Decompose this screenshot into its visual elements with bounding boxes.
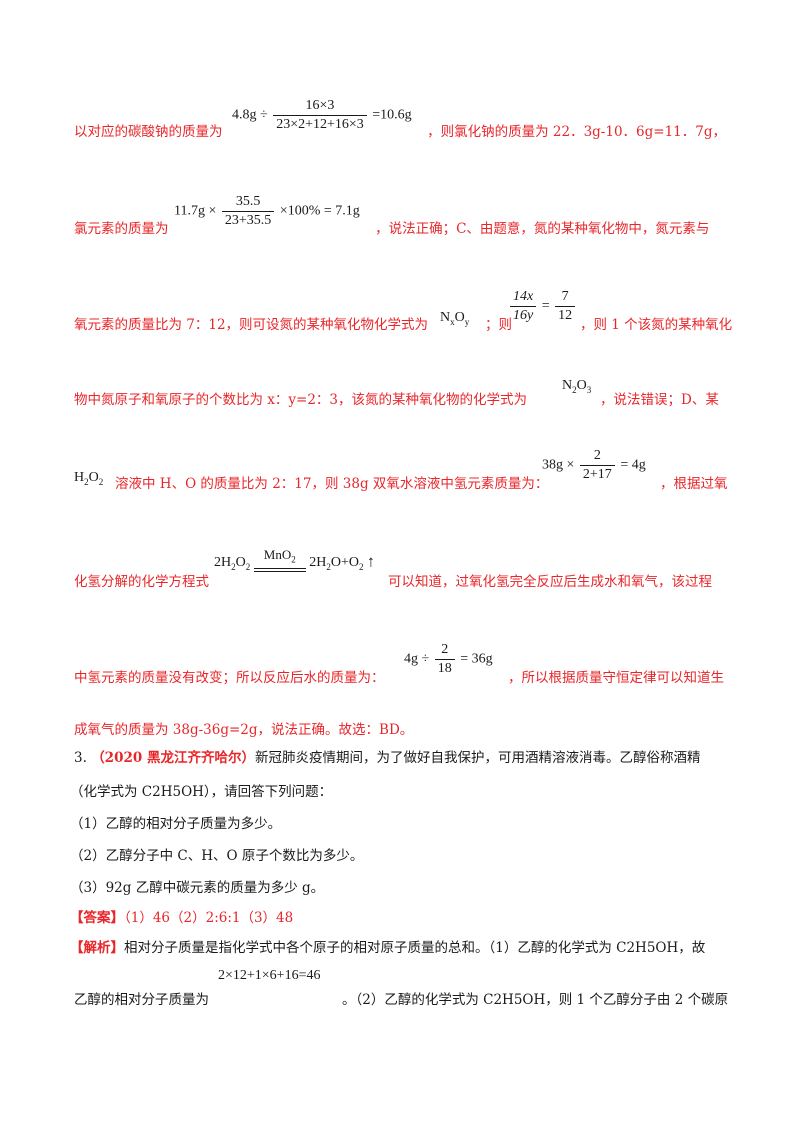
text-pre: 氯元素的质量为 — [74, 221, 169, 237]
text-post: ，说法错误；D、某 — [600, 392, 719, 408]
fraction-denominator: 23+35.5 — [224, 213, 272, 228]
text-pre: 中氢元素的质量没有改变；所以反应后水的质量为： — [74, 670, 385, 686]
fraction: 2 18 — [434, 642, 455, 677]
math-lhs: 4g ÷ — [404, 651, 430, 667]
fraction-numerator: 2 — [579, 448, 615, 466]
fraction-denominator: 16y — [513, 308, 534, 323]
sub-question: （2）乙醇分子中 C、H、O 原子个数比为多少。 — [70, 848, 364, 864]
text-post: 。（2）乙醇的化学式为 C2H5OH，则 1 个乙醇分子由 2 个碳原 — [342, 992, 729, 1008]
paragraph-line: 以对应的碳酸钠的质量为 ，则氯化钠的质量为 22．3g-10．6g=11．7g， — [74, 120, 734, 140]
paragraph-line: ，则 1 个该氮的某种氧化 — [580, 313, 740, 333]
answer-text: （1）46（2）2:6:1（3）48 — [124, 910, 294, 926]
fraction-denominator: 18 — [437, 661, 452, 676]
text-pre: 氧元素的质量比为 7：12，则可设氮的某种氧化物化学式为 — [74, 317, 429, 333]
fraction-numerator: 16×3 — [273, 98, 367, 116]
math-expression: 2×12+1×6+16=46 — [218, 968, 321, 983]
math-ratio: 14x 16y = 7 12 — [508, 289, 577, 324]
paragraph-line: ；则 — [485, 313, 515, 333]
text-pre: 物中氮原子和氧原子的个数比为 x：y=2：3，该氮的某种氧化物的化学式为 — [74, 392, 528, 408]
formula-nxoy: NxOy — [440, 310, 470, 327]
fraction: 2 2+17 — [579, 448, 615, 483]
fraction-denominator: 12 — [558, 308, 573, 323]
fraction: 16×3 23×2+12+16×3 — [273, 98, 367, 133]
paragraph-line: ，说法错误；D、某 — [600, 388, 740, 408]
paragraph-line: 化氢分解的化学方程式 — [74, 570, 734, 590]
text-post: ，根据过氧 — [660, 476, 728, 492]
answer-line: 【答案】（1）46（2）2:6:1（3）48 — [70, 906, 730, 926]
sub-question: （3）92g 乙醇中碳元素的质量为多少 g。 — [70, 880, 325, 896]
math-rhs: =10.6g — [372, 107, 412, 123]
math-rhs: ×100% = 7.1g — [279, 203, 360, 219]
question-number: 3. — [74, 750, 87, 766]
analysis-line: 。（2）乙醇的化学式为 C2H5OH，则 1 个乙醇分子由 2 个碳原 — [342, 988, 738, 1008]
question-stem: 3. （2020 黑龙江齐齐哈尔）新冠肺炎疫情期间，为了做好自我保护，可用酒精溶… — [74, 746, 734, 766]
math-chlorine-mass: 11.7g × 35.5 23+35.5 ×100% = 7.1g — [174, 194, 360, 229]
sub-question: （1）乙醇的相对分子质量为多少。 — [70, 816, 282, 832]
fraction-numerator: 14x — [510, 289, 537, 307]
equals-sign: = — [541, 298, 550, 314]
fraction-denominator: 23×2+12+16×3 — [276, 117, 364, 132]
fraction-numerator: 2 — [434, 642, 455, 660]
formula-n2o3: N2O3 — [562, 378, 592, 395]
math-lhs: 4.8g ÷ — [232, 107, 268, 123]
text-pre: 化氢分解的化学方程式 — [74, 574, 209, 590]
math-water-mass: 4g ÷ 2 18 = 36g — [404, 642, 493, 677]
question-source: （2020 黑龙江齐齐哈尔） — [91, 750, 255, 766]
math-sodium-carbonate-mass: 4.8g ÷ 16×3 23×2+12+16×3 =10.6g — [232, 98, 412, 133]
formula-h2o2: H2O2 — [74, 470, 104, 487]
paragraph-line: 氧元素的质量比为 7：12，则可设氮的某种氧化物化学式为 — [74, 313, 734, 333]
text-pre: 以对应的碳酸钠的质量为 — [74, 124, 223, 140]
math-lhs: 38g × — [542, 457, 575, 473]
paragraph-line: 中氢元素的质量没有改变；所以反应后水的质量为： — [74, 666, 734, 686]
answer-tag: 【答案】 — [70, 910, 124, 926]
analysis-line: 乙醇的相对分子质量为 — [74, 988, 734, 1008]
text-pre: 乙醇的相对分子质量为 — [74, 992, 209, 1008]
paragraph-line: ，根据过氧 — [660, 472, 740, 492]
paragraph-line: 可以知道，过氧化氢完全反应后生成水和氧气，该过程 — [388, 570, 738, 590]
text-post: ，则 1 个该氮的某种氧化 — [580, 317, 733, 333]
fraction: 14x 16y — [510, 289, 537, 324]
text-post: ，所以根据质量守恒定律可以知道生 — [508, 670, 724, 686]
gas-arrow-icon: ↑ — [367, 553, 375, 571]
fraction: 7 12 — [555, 289, 576, 324]
fraction-denominator: 2+17 — [582, 467, 612, 482]
paragraph-line: ，所以根据质量守恒定律可以知道生 — [508, 666, 740, 686]
analysis-text: 相对分子质量是指化学式中各个原子的相对原子质量的总和。（1）乙醇的化学式为 C2… — [124, 940, 706, 956]
analysis-tag: 【解析】 — [70, 940, 124, 956]
paragraph-line: 溶液中 H、O 的质量比为 2：17，则 38g 双氧水溶液中氢元素质量为： — [115, 472, 548, 492]
math-rhs: = 4g — [620, 457, 646, 473]
text-post: ，说法正确；C、由题意，氮的某种氧化物中，氮元素与 — [375, 221, 710, 237]
math-rhs: = 36g — [460, 651, 493, 667]
analysis-line: 【解析】相对分子质量是指化学式中各个原子的相对原子质量的总和。（1）乙醇的化学式… — [70, 936, 730, 956]
question-stem: （化学式为 C2H5OH），请回答下列问题： — [70, 784, 333, 800]
paragraph-line: 物中氮原子和氧原子的个数比为 x：y=2：3，该氮的某种氧化物的化学式为 — [74, 388, 734, 408]
paragraph-line: 成氧气的质量为 38g-36g=2g，说法正确。故选：BD。 — [74, 722, 414, 738]
text-mid: 溶液中 H、O 的质量比为 2：17，则 38g 双氧水溶液中氢元素质量为： — [115, 476, 549, 492]
chemical-equation: 2H2O2 MnO2 2H2O+O2 ↑ — [214, 547, 375, 572]
math-lhs: 11.7g × — [174, 203, 217, 219]
question-text: 新冠肺炎疫情期间，为了做好自我保护，可用酒精溶液消毒。乙醇俗称酒精 — [254, 750, 701, 766]
fraction-numerator: 7 — [555, 289, 576, 307]
math-hydrogen-mass: 38g × 2 2+17 = 4g — [542, 448, 646, 483]
math-molar-mass: 2×12+1×6+16=46 — [218, 968, 320, 984]
text-post: ，则氯化钠的质量为 22．3g-10．6g=11．7g， — [427, 124, 726, 140]
text-post: 可以知道，过氧化氢完全反应后生成水和氧气，该过程 — [388, 574, 712, 590]
fraction-numerator: 35.5 — [221, 194, 275, 212]
reaction-condition: MnO2 — [253, 548, 306, 572]
fraction: 35.5 23+35.5 — [221, 194, 275, 229]
paragraph-line: 氯元素的质量为 ，说法正确；C、由题意，氮的某种氧化物中，氮元素与 — [74, 217, 734, 237]
text-mid: ；则 — [485, 317, 512, 333]
